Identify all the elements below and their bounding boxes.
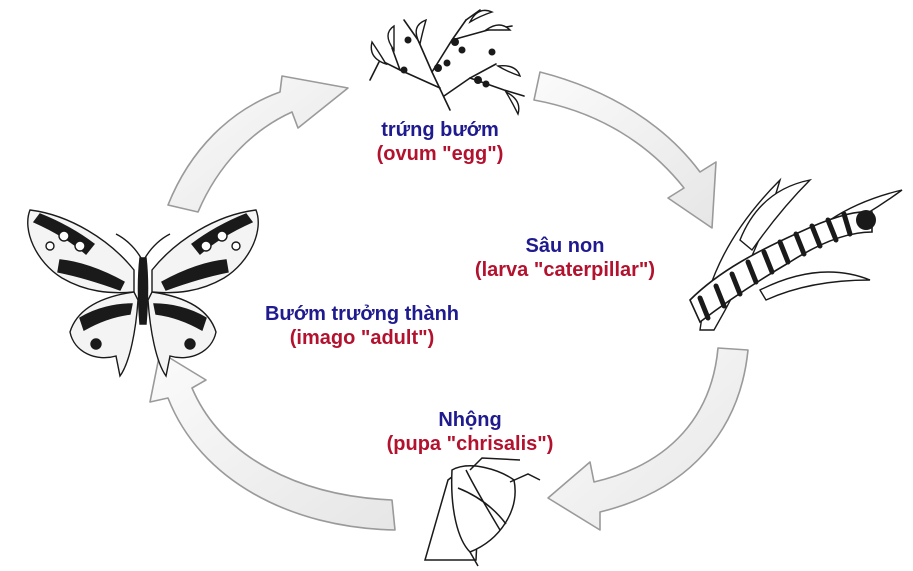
adult-label: Bướm trưởng thành (imago "adult") — [232, 302, 492, 350]
larva-illustration — [690, 180, 902, 330]
larva-label: Sâu non (larva "caterpillar") — [440, 234, 690, 282]
caterpillar-head — [856, 210, 876, 230]
adult-label-english: (imago "adult") — [232, 326, 492, 350]
arrow-adult-to-egg — [168, 76, 348, 212]
pupa-label-vietnamese: Nhộng — [350, 408, 590, 432]
egg-label-vietnamese: trứng bướm — [330, 118, 550, 142]
arrow-egg-to-larva — [534, 72, 716, 228]
larva-label-english: (larva "caterpillar") — [440, 258, 690, 282]
pupa-label-english: (pupa "chrisalis") — [350, 432, 590, 456]
egg-label: trứng bướm (ovum "egg") — [330, 118, 550, 166]
egg-illustration — [370, 10, 524, 114]
adult-label-vietnamese: Bướm trưởng thành — [232, 302, 492, 326]
pupa-illustration — [425, 458, 540, 566]
egg-label-english: (ovum "egg") — [330, 142, 550, 166]
pupa-label: Nhộng (pupa "chrisalis") — [350, 408, 590, 456]
adult-butterfly-illustration — [28, 210, 258, 376]
larva-label-vietnamese: Sâu non — [440, 234, 690, 258]
